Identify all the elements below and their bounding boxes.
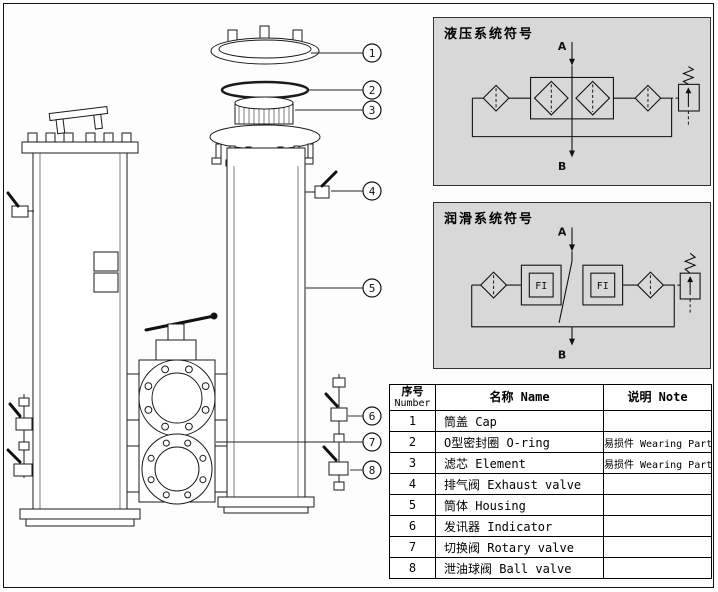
row-name: 切换阀 Rotary valve <box>435 536 604 558</box>
hydraulic-port-b-label: B <box>558 160 566 173</box>
fi-label-left: FI <box>535 281 547 292</box>
left-housing <box>19 105 141 527</box>
ball-valve <box>328 461 349 476</box>
row-name: 排气阀 Exhaust valve <box>435 473 604 495</box>
row-name: 筒体 Housing <box>435 494 604 516</box>
indicator <box>330 407 348 422</box>
row-note <box>603 515 712 537</box>
callout-4-number: 4 <box>369 185 376 198</box>
lubrication-symbol-schematic: A FI FI <box>471 225 701 362</box>
row-note <box>603 557 712 579</box>
parts-table: 序号 Number 名称 Name 说明 Note 1 筒盖 Cap 2 O型密… <box>389 384 712 579</box>
row-number: 5 <box>389 494 436 516</box>
row-note <box>603 473 712 495</box>
row-note <box>603 536 712 558</box>
changeover-lever-line <box>558 261 573 323</box>
callout-7-number: 7 <box>369 436 376 449</box>
row-name: 滤芯 Element <box>435 452 604 474</box>
row-note: 易损件 Wearing Parts <box>603 431 712 453</box>
rotary-valve-manifold <box>126 312 228 505</box>
row-number: 3 <box>389 452 436 474</box>
header-number-en: Number <box>394 398 431 410</box>
lubrication-symbol-title: 润滑系统符号 <box>444 212 535 227</box>
callout-1: 1 <box>311 43 382 63</box>
hydraulic-symbol-panel: 液压系统符号 A <box>433 17 711 186</box>
row-note: 易损件 Wearing Parts <box>603 452 712 474</box>
hydraulic-symbol-title: 液压系统符号 <box>444 27 535 42</box>
table-header-row: 序号 Number 名称 Name 说明 Note <box>389 384 712 411</box>
nameplate <box>93 251 119 272</box>
left-housing-upper-valve <box>6 191 34 218</box>
table-row: 1 筒盖 Cap <box>389 410 712 432</box>
row-name: 筒盖 Cap <box>435 410 604 432</box>
row-number: 8 <box>389 557 436 579</box>
hydraulic-port-a-label: A <box>558 40 567 53</box>
callout-3: 3 <box>295 100 382 120</box>
callout-6-number: 6 <box>369 410 376 423</box>
callout-4: 4 <box>331 181 382 201</box>
o-ring <box>220 80 310 100</box>
row-number: 6 <box>389 515 436 537</box>
lubrication-symbol-panel: 润滑系统符号 A FI FI <box>433 202 711 369</box>
table-row: 5 筒体 Housing <box>389 494 712 516</box>
row-number: 4 <box>389 473 436 495</box>
row-note <box>603 410 712 432</box>
callout-7: 7 <box>216 432 382 452</box>
fi-label-right: FI <box>597 281 609 292</box>
callout-8: 8 <box>350 460 382 480</box>
table-row: 6 发讯器 Indicator <box>389 515 712 537</box>
table-row: 2 O型密封圈 O-ring 易损件 Wearing Parts <box>389 431 712 453</box>
header-number: 序号 Number <box>389 384 436 411</box>
table-row: 7 切换阀 Rotary valve <box>389 536 712 558</box>
lubrication-port-b-label: B <box>558 349 566 362</box>
callout-2-number: 2 <box>369 84 376 97</box>
callout-5-number: 5 <box>369 282 376 295</box>
exhaust-valve <box>305 170 338 199</box>
duplex-filter-assembly-drawing: 1 2 3 4 5 6 7 <box>6 25 382 527</box>
callout-6: 6 <box>348 406 382 426</box>
callout-3-number: 3 <box>369 104 376 117</box>
cap <box>210 25 320 65</box>
callout-5: 5 <box>306 278 382 298</box>
header-note: 说明 Note <box>603 384 712 411</box>
row-name: 发讯器 Indicator <box>435 515 604 537</box>
filter-element <box>234 96 294 125</box>
row-name: O型密封圈 O-ring <box>435 431 604 453</box>
indicator-drain-assembly <box>322 374 349 491</box>
table-row: 3 滤芯 Element 易损件 Wearing Parts <box>389 452 712 474</box>
callout-8-number: 8 <box>369 464 376 477</box>
header-name: 名称 Name <box>435 384 604 411</box>
row-number: 2 <box>389 431 436 453</box>
callout-2: 2 <box>308 80 382 100</box>
row-note <box>603 494 712 516</box>
row-number: 1 <box>389 410 436 432</box>
lubrication-port-a-label: A <box>558 225 567 238</box>
table-row: 4 排气阀 Exhaust valve <box>389 473 712 495</box>
table-row: 8 泄油球阀 Ball valve <box>389 557 712 579</box>
row-name: 泄油球阀 Ball valve <box>435 557 604 579</box>
callout-1-number: 1 <box>369 47 376 60</box>
header-number-cn: 序号 <box>401 384 424 398</box>
left-housing-drain-assembly <box>6 394 33 478</box>
right-housing <box>217 147 315 514</box>
row-number: 7 <box>389 536 436 558</box>
hydraulic-symbol-schematic: A B <box>471 40 700 173</box>
